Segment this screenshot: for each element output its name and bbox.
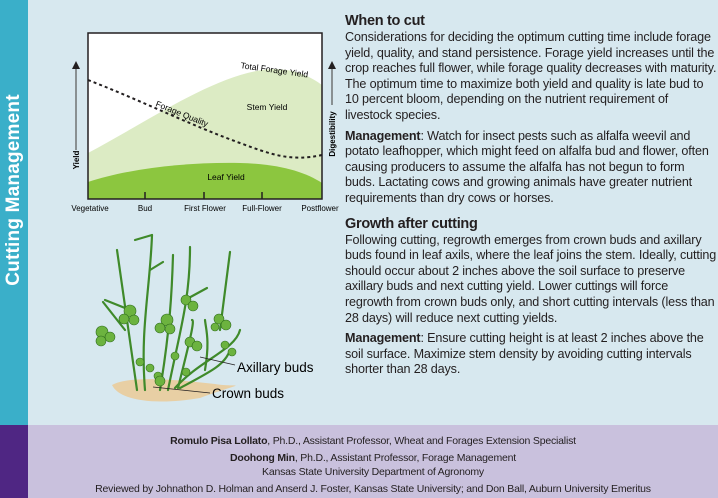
- label-crown-buds: Crown buds: [212, 386, 284, 401]
- heading-when-to-cut: When to cut: [345, 13, 425, 29]
- yield-quality-chart: Total Forage Yield Stem Yield Leaf Yield…: [71, 32, 339, 402]
- alfalfa-plant-illustration: [95, 233, 242, 402]
- author-1: Romulo Pisa Lollato, Ph.D., Assistant Pr…: [28, 434, 718, 448]
- leaf-yield-area: [88, 162, 322, 199]
- author-2-title: , Ph.D., Assistant Professor, Forage Man…: [294, 452, 516, 464]
- management-label: Management: [345, 128, 421, 143]
- management-text: : Watch for insect pests such as alfalfa…: [345, 128, 709, 205]
- digestibility-arrowhead: [328, 61, 336, 69]
- paragraph-management-1: Management: Watch for insect pests such …: [345, 129, 717, 207]
- x-tick-label: Postflower: [301, 204, 339, 213]
- paragraph-when-to-cut: Considerations for deciding the optimum …: [345, 30, 717, 122]
- author-1-name: Romulo Pisa Lollato: [170, 435, 268, 447]
- soil-mound: [112, 379, 236, 402]
- author-2: Doohong Min, Ph.D., Assistant Professor,…: [28, 451, 718, 465]
- paragraph-growth-after-cutting: Following cutting, regrowth emerges from…: [345, 232, 717, 325]
- label-axillary-buds: Axillary buds: [237, 360, 314, 375]
- forage-quality-line: [87, 79, 323, 159]
- chart-frame: [87, 32, 323, 200]
- x-tick-label: First Flower: [184, 204, 226, 213]
- management-label: Management: [345, 331, 421, 346]
- author-2-name: Doohong Min: [229, 452, 295, 464]
- crown-pointer: [152, 386, 211, 394]
- content-column: When to cut Considerations for deciding …: [345, 12, 717, 383]
- axillary-pointer: [199, 356, 236, 366]
- author-1-title: , Ph.D., Assistant Professor, Wheat and …: [267, 435, 576, 447]
- y-axis-label-yield: Yield: [72, 150, 81, 169]
- sidebar-footer-band: [0, 425, 28, 498]
- x-tick-label: Vegetative: [71, 204, 109, 213]
- x-tick-label: Bud: [138, 204, 152, 213]
- x-tick-label: Full-Flower: [242, 204, 282, 213]
- yield-arrowhead: [72, 61, 80, 69]
- credits-footer: Romulo Pisa Lollato, Ph.D., Assistant Pr…: [28, 425, 718, 498]
- management-text: : Ensure cutting height is at least 2 in…: [345, 331, 704, 377]
- heading-growth-after-cutting: Growth after cutting: [345, 215, 478, 232]
- reviewers: Reviewed by Johnathon D. Holman and Anse…: [95, 483, 651, 495]
- sidebar-band: Cutting Management: [0, 0, 28, 425]
- paragraph-management-2: Management: Ensure cutting height is at …: [345, 331, 717, 378]
- department: Kansas State University Department of Ag…: [262, 466, 484, 478]
- y-axis-label-digestibility: Digestibility: [328, 111, 337, 157]
- label-stem-yield: Stem Yield: [247, 102, 288, 112]
- label-leaf-yield: Leaf Yield: [207, 172, 245, 182]
